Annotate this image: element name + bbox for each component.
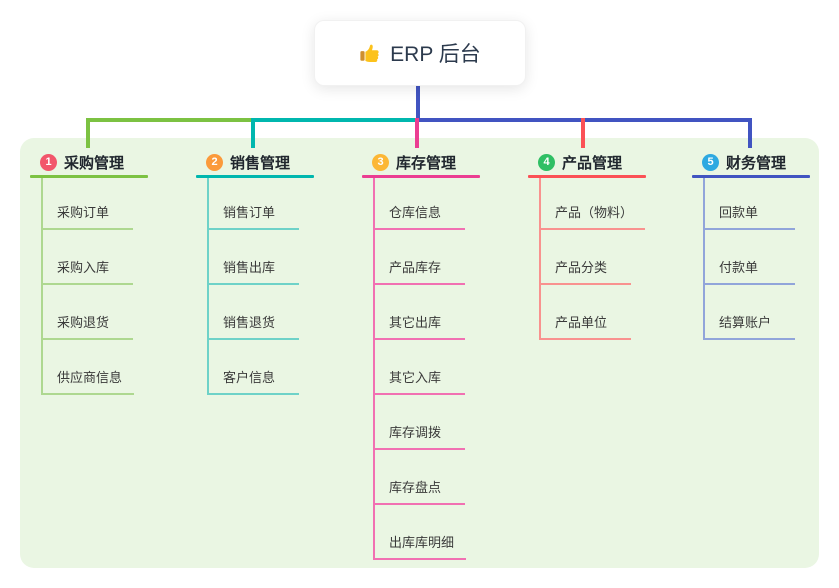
connector-drop-finance [748,118,752,148]
branch-node[interactable]: 5 财务管理 [692,150,810,174]
branch-underline [528,175,646,178]
child-node[interactable]: 仓库信息 [375,178,465,230]
branch-children: 采购订单采购入库采购退货供应商信息 [41,178,148,395]
child-node[interactable]: 结算账户 [705,285,795,340]
branch-children: 产品（物料）产品分类产品单位 [539,178,646,340]
thumbs-up-icon [359,42,381,64]
branch-finance: 5 财务管理 回款单付款单结算账户 [692,150,810,340]
branch-number-badge: 4 [538,153,555,171]
child-node[interactable]: 销售订单 [209,178,299,230]
branch-number-badge: 3 [372,153,389,171]
root-label: ERP 后台 [390,43,481,66]
child-node[interactable]: 其它入库 [375,340,465,395]
child-node[interactable]: 采购订单 [43,178,133,230]
connector-drop-purchase [86,118,90,148]
connector-bus-teal [253,118,418,122]
branch-underline [692,175,810,178]
branch-node[interactable]: 1 采购管理 [30,150,148,174]
branch-number-badge: 1 [40,153,57,171]
child-node[interactable]: 销售退货 [209,285,299,340]
child-node[interactable]: 产品库存 [375,230,465,285]
child-node[interactable]: 出库库明细 [375,505,467,560]
branch-underline [196,175,314,178]
branch-children: 回款单付款单结算账户 [703,178,810,340]
child-node[interactable]: 销售出库 [209,230,299,285]
child-node[interactable]: 产品单位 [541,285,631,340]
branch-label: 采购管理 [64,154,125,172]
child-node[interactable]: 付款单 [705,230,795,285]
child-node[interactable]: 库存调拨 [375,395,465,450]
child-node[interactable]: 采购入库 [43,230,133,285]
branch-children: 销售订单销售出库销售退货客户信息 [207,178,314,395]
child-node[interactable]: 库存盘点 [375,450,465,505]
branch-underline [30,175,148,178]
child-node[interactable]: 回款单 [705,178,795,230]
branch-label: 销售管理 [230,154,291,172]
child-node[interactable]: 产品（物料） [541,178,646,230]
branch-label: 财务管理 [726,154,787,172]
branch-purchase: 1 采购管理 采购订单采购入库采购退货供应商信息 [30,150,148,395]
branch-children: 仓库信息产品库存其它出库其它入库库存调拨库存盘点出库库明细 [373,178,480,560]
branches-panel [20,138,819,568]
connector-drop-product [581,118,585,148]
branch-label: 库存管理 [396,154,457,172]
branch-node[interactable]: 4 产品管理 [528,150,646,174]
root-node[interactable]: ERP 后台 [314,20,526,86]
child-node[interactable]: 其它出库 [375,285,465,340]
connector-root-drop [416,84,420,118]
branch-number-badge: 2 [206,153,223,171]
connector-drop-inventory [415,118,419,148]
connector-bus-blue [418,118,752,122]
connector-drop-sales [251,118,255,148]
branch-inventory: 3 库存管理 仓库信息产品库存其它出库其它入库库存调拨库存盘点出库库明细 [362,150,480,560]
branch-underline [362,175,480,178]
connector-bus-green [86,118,253,122]
child-node[interactable]: 客户信息 [209,340,299,395]
branch-node[interactable]: 2 销售管理 [196,150,314,174]
branch-product: 4 产品管理 产品（物料）产品分类产品单位 [528,150,646,340]
child-node[interactable]: 采购退货 [43,285,133,340]
child-node[interactable]: 供应商信息 [43,340,135,395]
branch-label: 产品管理 [562,154,623,172]
branch-sales: 2 销售管理 销售订单销售出库销售退货客户信息 [196,150,314,395]
child-node[interactable]: 产品分类 [541,230,631,285]
branch-node[interactable]: 3 库存管理 [362,150,480,174]
branch-number-badge: 5 [702,153,719,171]
